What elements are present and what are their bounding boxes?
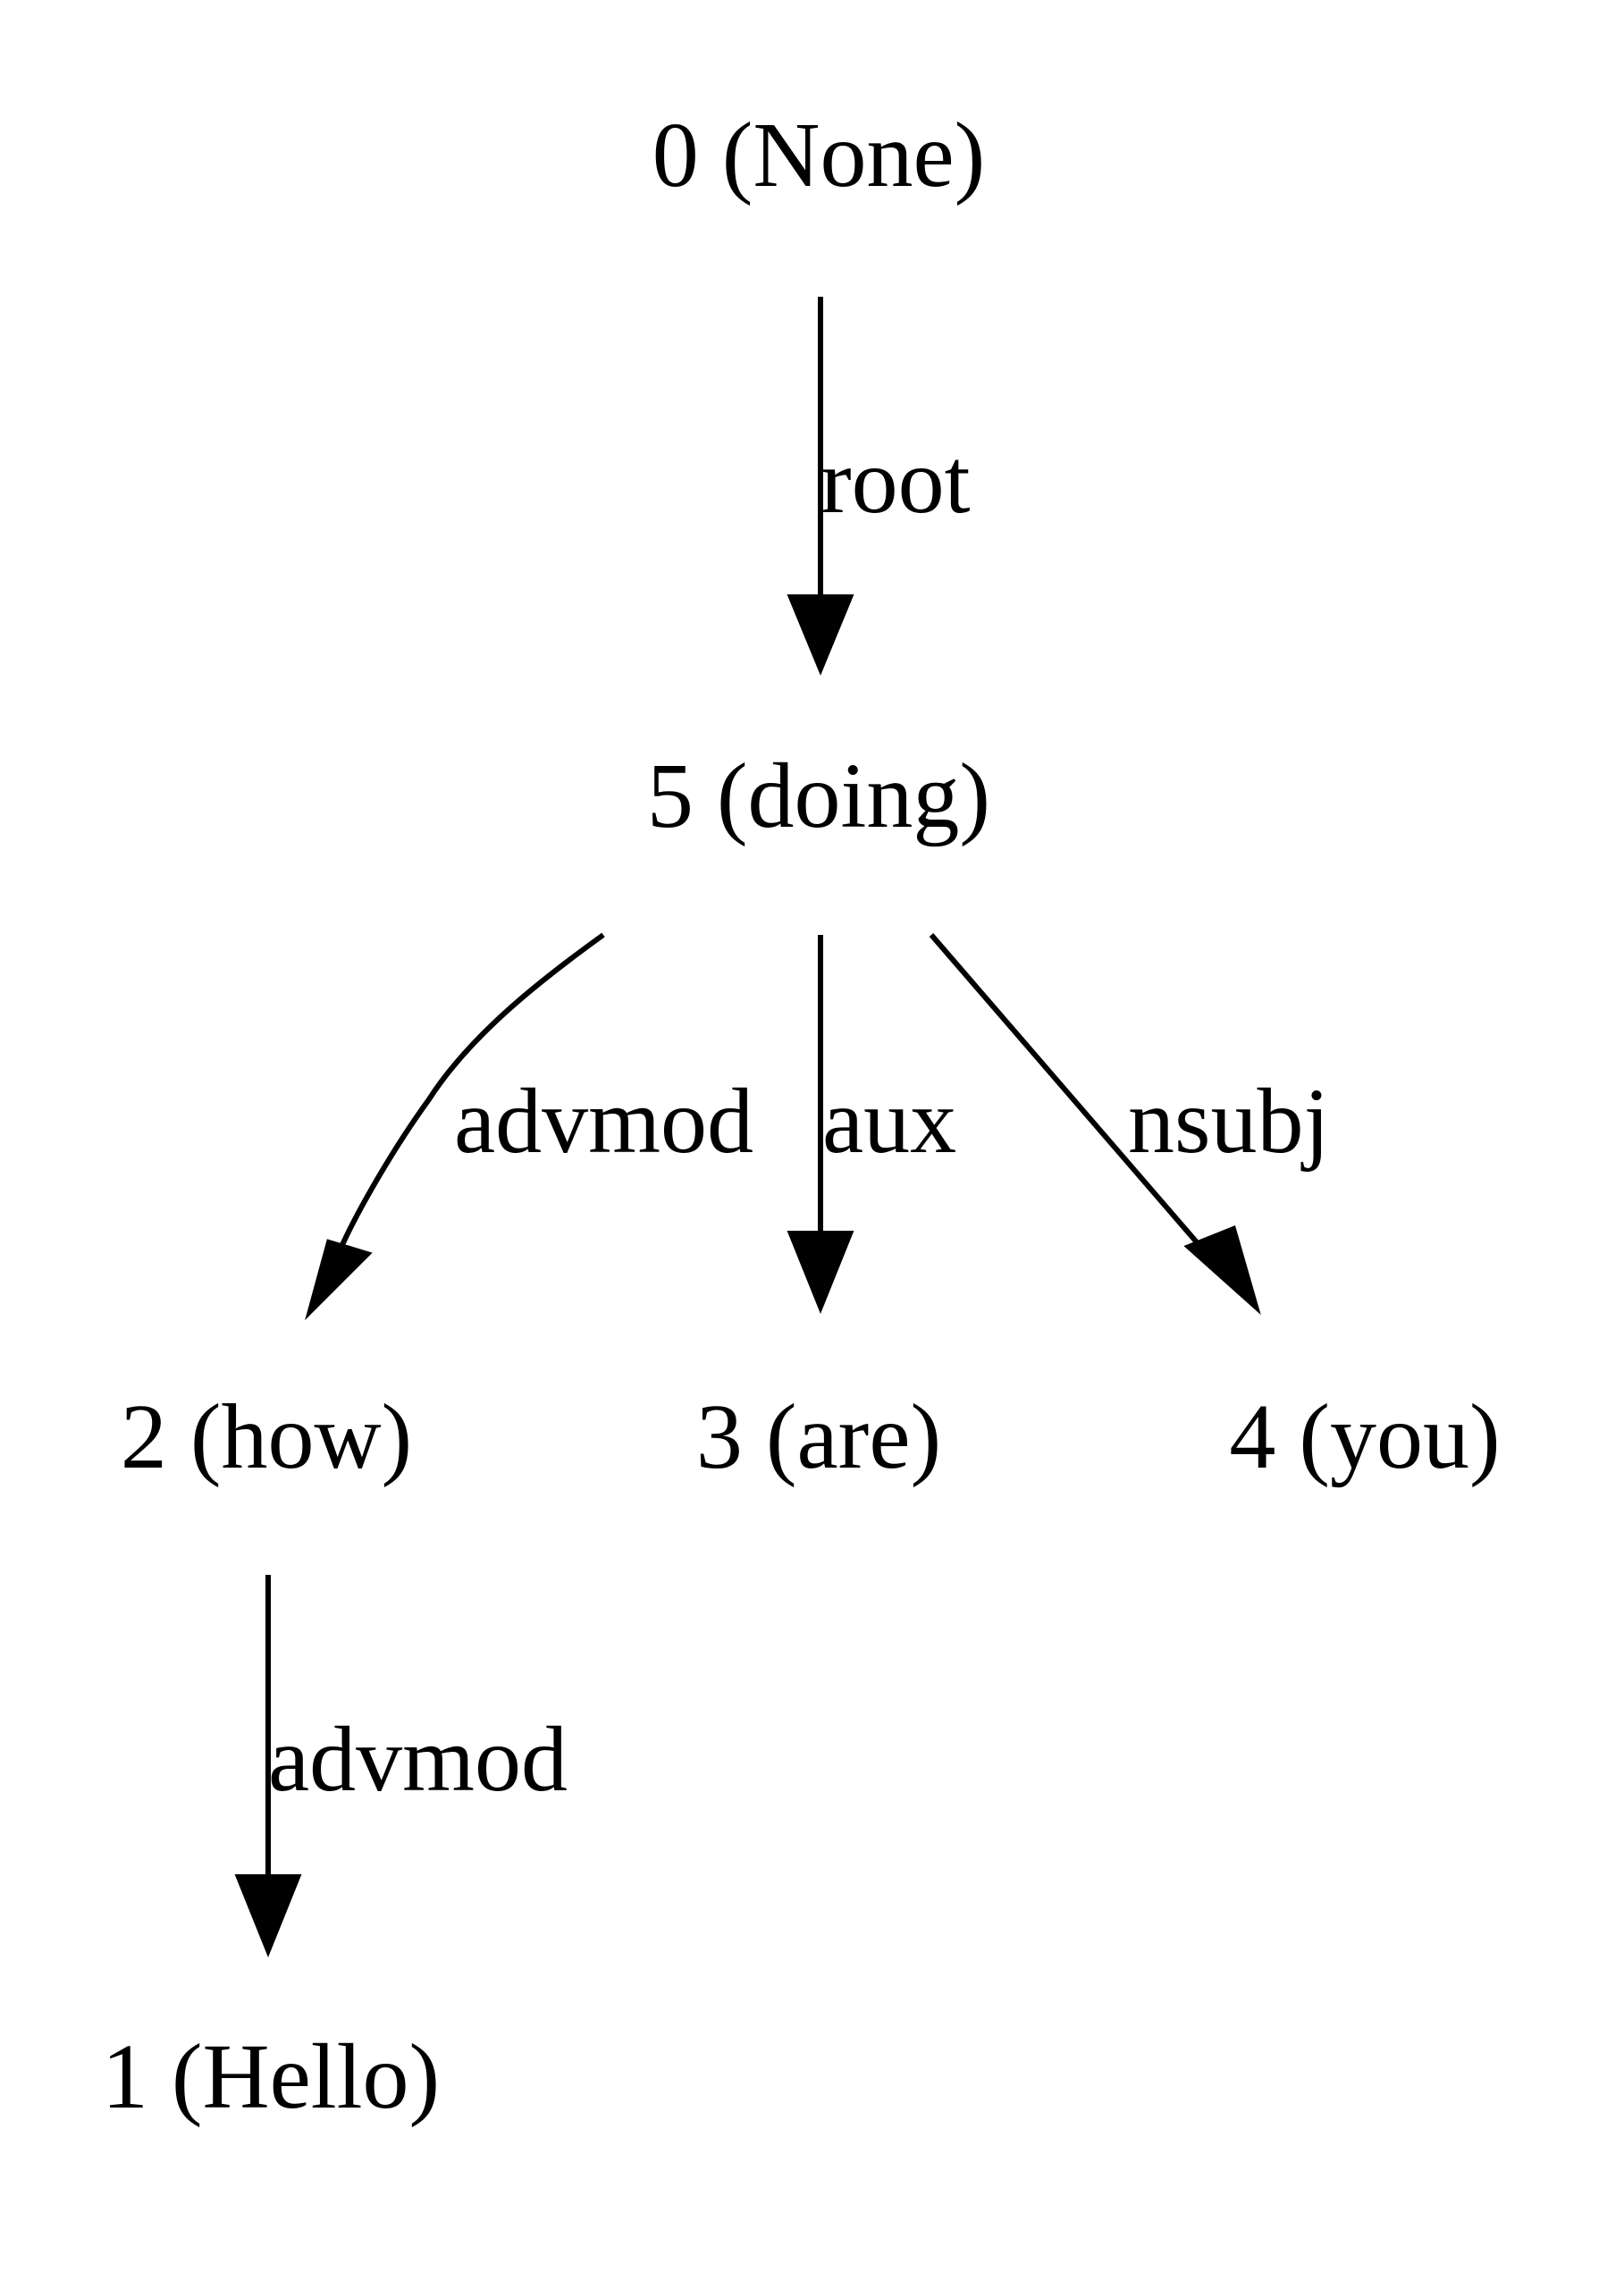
edge-aux: aux: [787, 935, 956, 1315]
edge-advmod-doing-how: advmod: [305, 932, 753, 1321]
edge-aux-arrowhead: [787, 1231, 854, 1315]
node-3-are: 3 (are): [696, 1385, 941, 1488]
edge-nsubj-line: [929, 933, 1211, 1258]
edge-label-advmod-how-hello: advmod: [268, 1708, 568, 1811]
edge-nsubj: nsubj: [929, 933, 1329, 1316]
edge-label-aux: aux: [822, 1070, 956, 1173]
edge-root-arrowhead: [787, 594, 854, 676]
node-2-how: 2 (how): [121, 1385, 412, 1488]
node-0-none: 0 (None): [652, 104, 986, 206]
edge-label-advmod-doing-how: advmod: [454, 1070, 753, 1173]
node-1-hello: 1 (Hello): [102, 2025, 440, 2128]
node-5-doing: 5 (doing): [647, 745, 990, 847]
edge-label-nsubj: nsubj: [1128, 1070, 1329, 1173]
edge-advmod-how-hello: advmod: [234, 1575, 568, 1958]
edge-nsubj-arrowhead: [1183, 1224, 1261, 1316]
edge-root: root: [787, 297, 971, 676]
edge-advmod-doing-how-line: [339, 932, 605, 1249]
edge-advmod-how-hello-arrowhead: [234, 1874, 302, 1958]
edge-label-root: root: [820, 430, 971, 533]
node-4-you: 4 (you): [1229, 1385, 1500, 1488]
edge-advmod-doing-how-arrowhead: [305, 1239, 373, 1321]
